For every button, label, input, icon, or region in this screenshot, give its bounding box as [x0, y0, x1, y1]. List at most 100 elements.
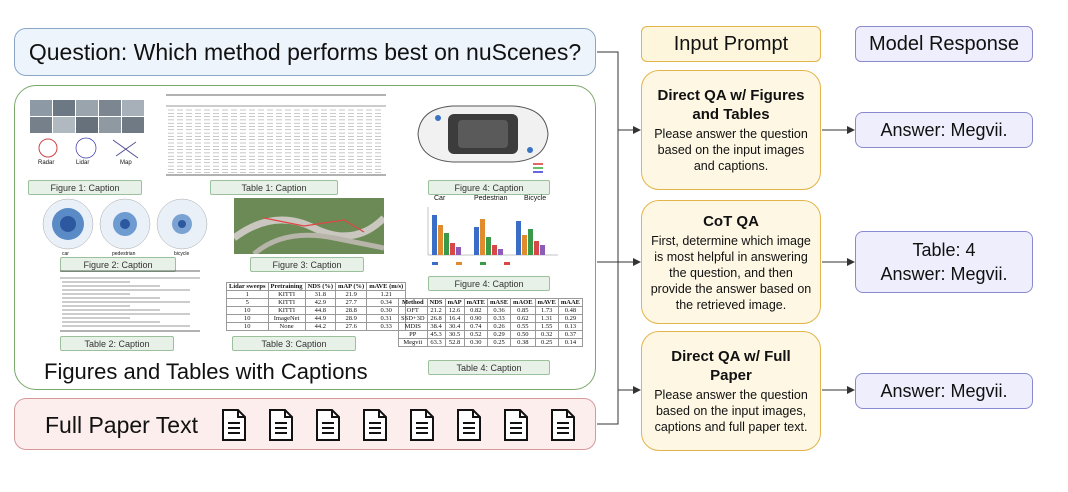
figure-4-car-image	[408, 94, 558, 174]
figure-4-bar	[438, 225, 443, 255]
figure-1-caption: Figure 1: Caption	[28, 180, 142, 195]
figure-4-bar	[480, 219, 485, 255]
figure-3-image	[231, 198, 387, 256]
document-icon	[221, 409, 247, 441]
figure-1-label-radar: Radar	[38, 160, 55, 166]
figure-4-bar	[528, 229, 533, 255]
figure-4-bar-title-car: Car	[434, 195, 446, 202]
full-paper-text-box: Full Paper Text	[14, 398, 596, 450]
document-icon	[315, 409, 341, 441]
figure-4-bar	[456, 247, 461, 255]
figure-1-image: Radar Lidar Map	[28, 98, 146, 174]
answer-box-3: Answer: Megvii.	[855, 373, 1033, 409]
answer-1-line-1: Answer: Megvii.	[880, 119, 1008, 140]
document-icon	[362, 409, 388, 441]
legend-model-response: Model Response	[855, 26, 1033, 62]
figure-1-label-lidar: Lidar	[76, 160, 90, 166]
table-4-caption: Table 4: Caption	[428, 360, 550, 375]
document-icon	[409, 409, 435, 441]
legend-model-response-label: Model Response	[868, 32, 1020, 55]
figure-4-bar	[498, 249, 503, 255]
table-1-caption: Table 1: Caption	[210, 180, 338, 195]
table-3-cell: 27.6	[335, 322, 368, 331]
figure-4-bar	[486, 237, 491, 255]
polar-plot-pedestrian	[99, 198, 151, 250]
cot-qa-box: CoT QA First, determine which image is m…	[641, 200, 821, 324]
polar-plot-car	[42, 198, 94, 250]
connector-question	[597, 51, 619, 390]
answer-box-1: Answer: Megvii.	[855, 112, 1033, 148]
table-2-graphic	[60, 270, 200, 332]
figure-2-graphic	[42, 198, 208, 250]
figure-4-bar	[540, 245, 545, 255]
table-1-image	[166, 94, 386, 176]
table-4-cell: 0.14	[557, 338, 583, 347]
figure-1-label-map: Map	[120, 160, 132, 166]
table-2-image	[60, 270, 200, 332]
figure-4-bar-title-pedestrian: Pedestrian	[474, 195, 508, 202]
figure-2-label-car: car	[62, 251, 69, 257]
question-text: Question: Which method performs best on …	[28, 38, 582, 65]
figure-4-bar-caption: Figure 4: Caption	[428, 276, 550, 291]
answer-3-line-1: Answer: Megvii.	[880, 380, 1008, 401]
figure-4-car-caption: Figure 4: Caption	[428, 180, 550, 195]
direct-qa-figures-title: Direct QA w/ Figures and Tables	[657, 87, 805, 123]
table-2-caption: Table 2: Caption	[60, 336, 174, 351]
document-icon	[550, 409, 576, 441]
document-icon	[268, 409, 294, 441]
cot-qa-title: CoT QA	[703, 212, 759, 230]
direct-qa-full-paper-desc: Please answer the question based on the …	[654, 388, 808, 434]
figure-4-bar	[492, 245, 497, 255]
figure-4-bar	[522, 235, 527, 255]
figure-4-bar	[534, 241, 539, 255]
full-paper-text-label: Full Paper Text	[45, 412, 198, 438]
direct-qa-full-paper-title: Direct QA w/ Full Paper	[671, 348, 791, 384]
question-box: Question: Which method performs best on …	[14, 28, 596, 76]
direct-qa-figures-box: Direct QA w/ Figures and Tables Please a…	[641, 70, 821, 190]
answer-2-line-2: Answer: Megvii.	[880, 264, 1008, 284]
figure-2-image: car pedestrian bicycle	[40, 196, 210, 258]
figure-3-caption: Figure 3: Caption	[250, 257, 364, 272]
figure-4-bar	[516, 221, 521, 255]
table-4-cell: 0.30	[463, 338, 488, 347]
figures-panel-label: Figures and Tables with Captions	[44, 359, 368, 384]
figure-4-bar-graphic	[427, 207, 558, 265]
figure-4-bar	[432, 215, 437, 255]
document-icon	[456, 409, 482, 441]
polar-plot-bicycle	[156, 198, 208, 250]
figure-4-bar	[474, 227, 479, 255]
figure-4-bar-title-bicycle: Bicycle	[524, 195, 547, 202]
direct-qa-figures-desc: Please answer the question based on the …	[654, 127, 808, 173]
figure-2-label-bicycle: bicycle	[174, 251, 190, 257]
figure-2-label-pedestrian: pedestrian	[112, 251, 136, 257]
table-3-caption: Table 3: Caption	[232, 336, 356, 351]
answer-2-line-1: Table: 4	[912, 240, 976, 260]
cot-qa-desc: First, determine which image is most hel…	[650, 233, 812, 312]
table-3-cell: 44.2	[304, 322, 337, 331]
answer-box-2: Table: 4 Answer: Megvii.	[855, 231, 1033, 293]
legend-input-prompt: Input Prompt	[641, 26, 821, 62]
connector-fulltext	[597, 390, 619, 425]
document-icon	[503, 409, 529, 441]
table-4-cell: 0.25	[534, 338, 559, 347]
figure-4-bar	[444, 233, 449, 255]
direct-qa-full-paper-box: Direct QA w/ Full Paper Please answer th…	[641, 331, 821, 451]
figure-4-bar	[450, 243, 455, 255]
table-4-cell: 0.25	[486, 338, 512, 347]
figure-2-caption: Figure 2: Caption	[60, 257, 176, 272]
legend-input-prompt-label: Input Prompt	[673, 32, 789, 55]
figure-4-barchart-image: Car Pedestrian Bicycle	[420, 195, 560, 270]
figure-1-graphic	[30, 100, 144, 159]
figure-3-graphic	[231, 198, 387, 256]
table-1-graphic	[166, 94, 386, 176]
figure-4-car-graphic	[408, 94, 558, 174]
